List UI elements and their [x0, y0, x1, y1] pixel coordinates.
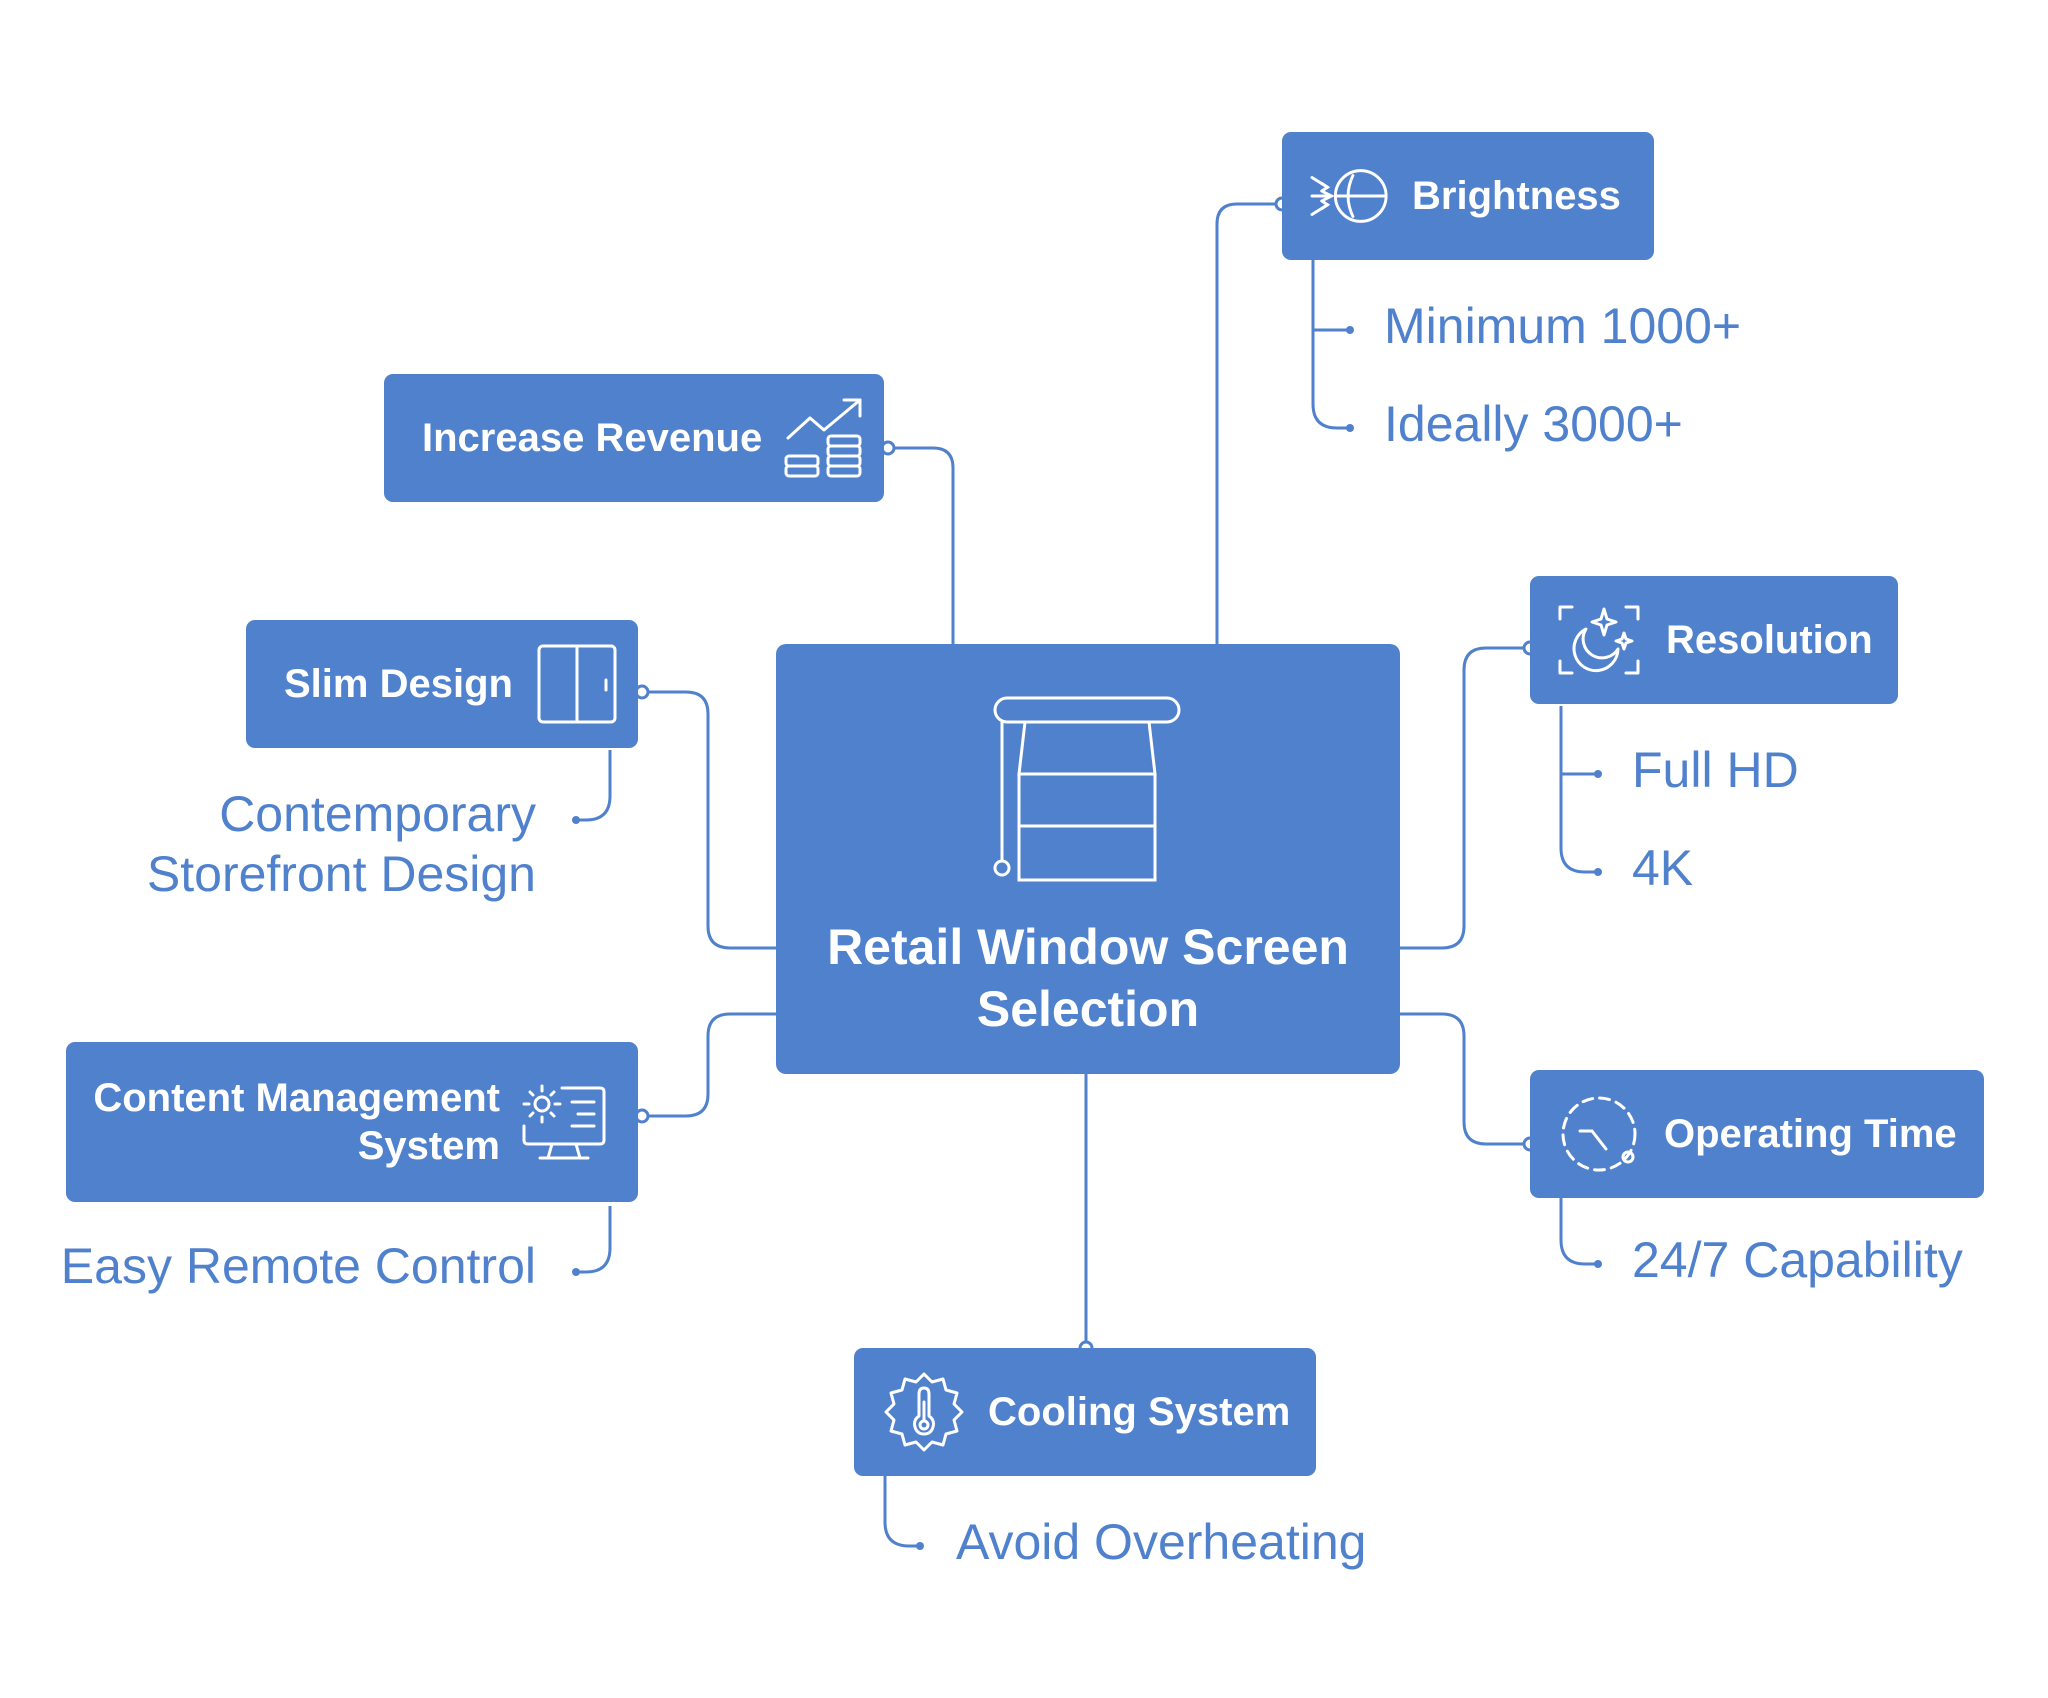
resolution-item-1: Full HD	[1632, 742, 1799, 798]
cms-label: Content Management System	[93, 1074, 500, 1170]
operating-clock-icon	[1558, 1093, 1640, 1175]
increase-revenue-label: Increase Revenue	[422, 415, 763, 460]
slim-design-item-1: Contemporary	[219, 786, 536, 842]
connector-cooling-item	[883, 1476, 920, 1548]
center-title-line1: Retail Window Screen	[827, 919, 1349, 975]
node-cooling-system[interactable]: Cooling System	[854, 1348, 1316, 1476]
revenue-growth-icon	[784, 396, 866, 480]
connector-center-operating	[1400, 1012, 1530, 1146]
center-node	[776, 644, 1400, 1074]
operating-time-item-1: 24/7 Capability	[1632, 1232, 1963, 1288]
cms-label-line2: System	[357, 1124, 500, 1168]
node-increase-revenue[interactable]: Increase Revenue	[384, 374, 884, 502]
cms-label-line1: Content Management	[93, 1076, 500, 1120]
window-blind-icon	[993, 696, 1181, 882]
slim-panel-icon	[537, 644, 617, 724]
node-slim-design[interactable]: Slim Design	[246, 620, 638, 748]
cms-monitor-gear-icon	[522, 1082, 606, 1162]
cooling-system-item-1: Avoid Overheating	[956, 1514, 1367, 1570]
node-cms[interactable]: Content Management System	[66, 1042, 638, 1202]
connector-center-revenue	[888, 446, 955, 644]
operating-time-label: Operating Time	[1664, 1111, 1957, 1156]
slim-design-label: Slim Design	[284, 661, 513, 706]
connector-center-brightness	[1215, 202, 1282, 644]
connector-center-resolution	[1400, 646, 1530, 950]
slim-design-item-2: Storefront Design	[146, 846, 536, 902]
brightness-item-1: Minimum 1000+	[1384, 298, 1742, 354]
connector-resolution-items	[1559, 706, 1598, 874]
connector-cms-item	[576, 1206, 612, 1274]
connector-brightness-items	[1311, 260, 1350, 430]
connector-center-cms	[642, 1012, 776, 1118]
brightness-label: Brightness	[1412, 173, 1621, 218]
resolution-label: Resolution	[1666, 617, 1873, 662]
brightness-beam-icon	[1310, 164, 1390, 228]
node-operating-time[interactable]: Operating Time	[1530, 1070, 1984, 1198]
node-resolution[interactable]: Resolution	[1530, 576, 1898, 704]
connector-slim-item	[576, 750, 612, 822]
resolution-item-2: 4K	[1632, 840, 1694, 896]
brightness-item-2: Ideally 3000+	[1384, 396, 1683, 452]
cooling-system-label: Cooling System	[988, 1389, 1291, 1434]
node-brightness[interactable]: Brightness	[1282, 132, 1654, 260]
cms-item-1: Easy Remote Control	[60, 1238, 536, 1294]
connector-center-slim	[642, 690, 776, 950]
cooling-thermometer-icon	[882, 1370, 966, 1454]
resolution-sparkle-icon	[1558, 603, 1640, 677]
connector-operating-item	[1559, 1198, 1598, 1266]
center-title: Retail Window Screen Selection	[776, 916, 1400, 1040]
center-title-line2: Selection	[976, 981, 1200, 1037]
